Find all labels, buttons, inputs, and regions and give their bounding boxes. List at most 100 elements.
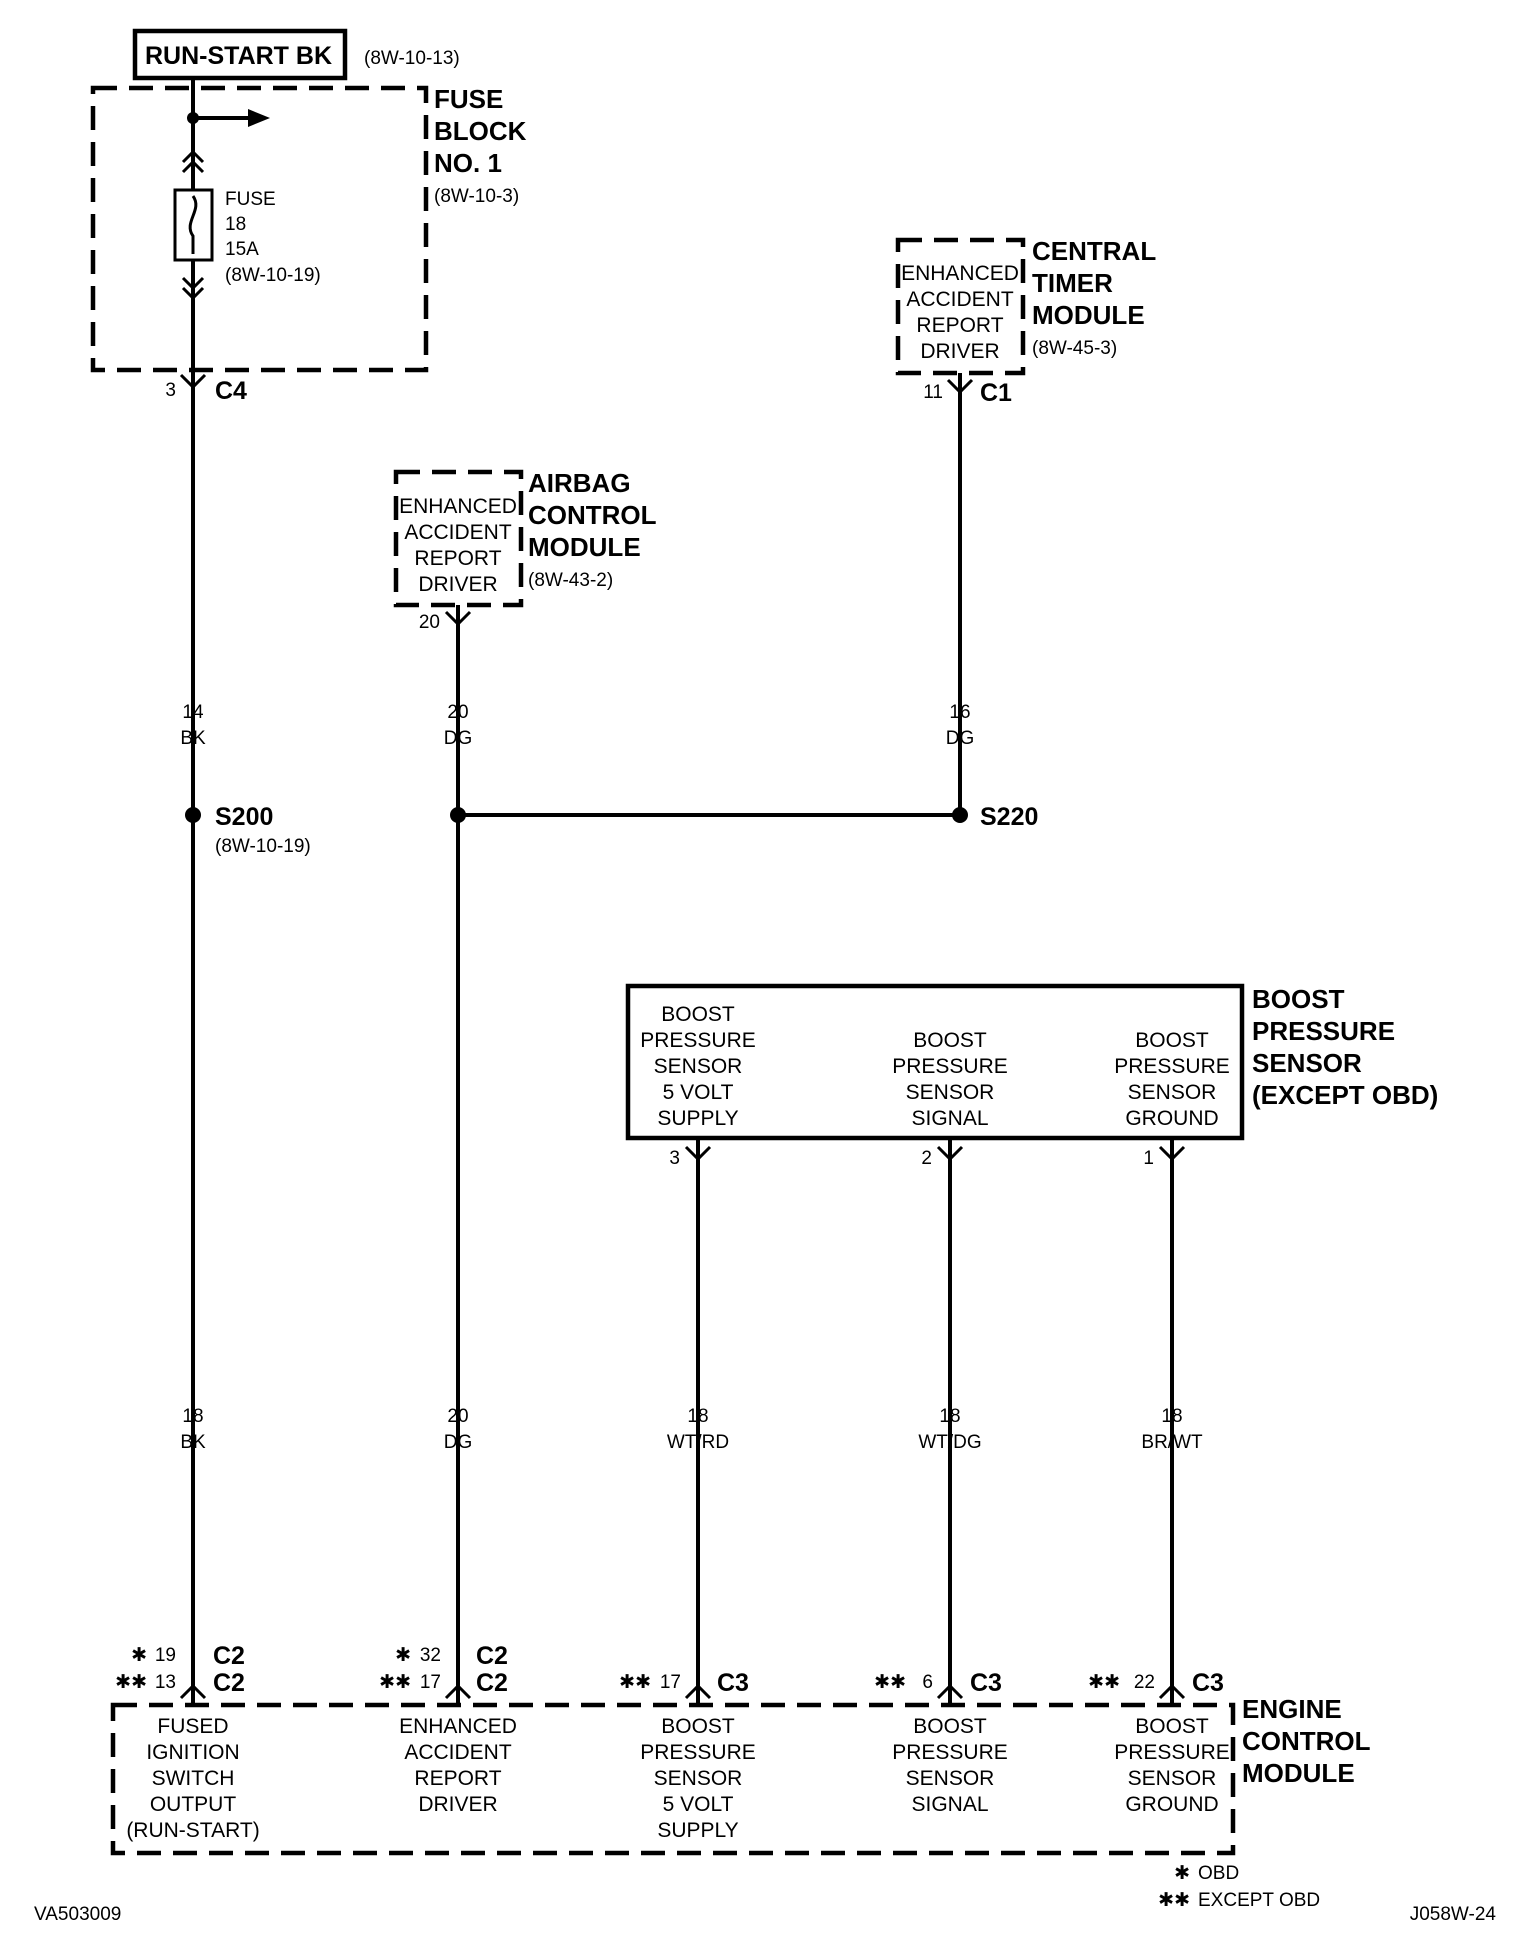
ecm-pin2-obd-conn: C2 [476, 1642, 508, 1670]
ecm-pin4-line-2: PRESSURE [892, 1741, 1008, 1764]
bps-pin1-line-2: PRESSURE [1114, 1055, 1230, 1078]
ecm-title-3: MODULE [1242, 1758, 1355, 1788]
ecm-pin4-line-4: SIGNAL [911, 1793, 988, 1816]
wire-upper-3-color: DG [946, 728, 975, 749]
bps-pin3-line-5: SUPPLY [657, 1107, 738, 1130]
ecm-pin5-line-4: GROUND [1125, 1793, 1218, 1816]
acm-title-2: CONTROL [528, 500, 657, 530]
c1-connector-icon [946, 378, 974, 395]
airbag-module-box [393, 469, 524, 608]
ecm-pin1-obd-mark: ✱ [131, 1645, 147, 1666]
ecm-pin5-line-1: BOOST [1135, 1715, 1209, 1738]
ctm-ref: (8W-45-3) [1032, 338, 1117, 359]
splice-s200-ref: (8W-10-19) [215, 836, 311, 857]
ecm-pin1-except-conn: C2 [213, 1669, 245, 1697]
bps-pin2-number: 2 [921, 1148, 932, 1169]
ecm-pin3-line-1: BOOST [661, 1715, 735, 1738]
acm-title-1: AIRBAG [528, 468, 631, 498]
splice-s220-dot [952, 807, 968, 823]
ecm-pin1-line-2: IGNITION [146, 1741, 239, 1764]
ecm-pin1-except-mark: ✱✱ [115, 1672, 147, 1693]
wire-lower-5-gauge: 18 [1161, 1406, 1182, 1427]
ecm-pin4-except-conn: C3 [970, 1669, 1002, 1697]
ecm-pin1-connector-icon [179, 1683, 207, 1700]
acm-ref: (8W-43-2) [528, 570, 613, 591]
branch-arrow-icon [248, 109, 270, 127]
wire-upper-3-gauge: 16 [949, 702, 970, 723]
ecm-pin2-obd-mark: ✱ [395, 1645, 411, 1666]
ecm-pin3-line-4: 5 VOLT [663, 1793, 734, 1816]
footer-left-code: VA503009 [34, 1904, 121, 1925]
ecm-pin3-except-mark: ✱✱ [619, 1672, 651, 1693]
wire-lower-4-color: WT/DG [918, 1432, 981, 1453]
wire-upper-2-gauge: 20 [447, 702, 468, 723]
ecm-title-2: CONTROL [1242, 1726, 1371, 1756]
fuse-block-title-1: FUSE [434, 84, 503, 114]
ecm-pin1-obd-pin: 19 [155, 1645, 176, 1666]
acm-box-line-2: ACCIDENT [404, 521, 512, 544]
legend-except-mark: ✱✱ [1158, 1890, 1190, 1911]
acm-box-line-3: REPORT [414, 547, 501, 570]
fuse-block-title-2: BLOCK [434, 116, 527, 146]
ecm-pin5-line-2: PRESSURE [1114, 1741, 1230, 1764]
ecm-pin2-except-mark: ✱✱ [379, 1672, 411, 1693]
run-start-ref: (8W-10-13) [364, 48, 460, 69]
c1-pin: 11 [923, 382, 943, 403]
ecm-pin3-except-conn: C3 [717, 1669, 749, 1697]
ecm-pin1-obd-conn: C2 [213, 1642, 245, 1670]
acm-pin: 20 [419, 612, 440, 633]
ctm-title-1: CENTRAL [1032, 236, 1156, 266]
bps-pin1-line-1: BOOST [1135, 1029, 1209, 1052]
bps-pin3-number: 3 [669, 1148, 680, 1169]
ecm-pin3-line-5: SUPPLY [657, 1819, 738, 1842]
ecm-pin2-line-3: REPORT [414, 1767, 501, 1790]
legend-obd-mark: ✱ [1174, 1863, 1190, 1884]
fuse-link-icon [188, 195, 198, 254]
bps-title-2: PRESSURE [1252, 1016, 1395, 1046]
bps-pin1-line-3: SENSOR [1128, 1081, 1217, 1104]
ecm-pin4-line-1: BOOST [913, 1715, 987, 1738]
acm-box-line-4: DRIVER [418, 573, 497, 596]
c4-label: C4 [215, 377, 247, 405]
ctm-box-line-1: ENHANCED [901, 262, 1019, 285]
run-start-label: RUN-START BK [145, 42, 332, 70]
wire-lower-2-color: DG [444, 1432, 473, 1453]
wire-lower-1-gauge: 18 [182, 1406, 203, 1427]
ecm-pin4-except-pin: 6 [922, 1672, 933, 1693]
bps-title-1: BOOST [1252, 984, 1345, 1014]
fuse-label-3: 15A [225, 239, 259, 260]
ecm-pin1-line-3: SWITCH [152, 1767, 235, 1790]
ecm-pin1-line-4: OUTPUT [150, 1793, 237, 1816]
fuse-chevron-down-icon-2 [181, 286, 205, 301]
fuse-block-box [90, 85, 429, 373]
wire-lower-5-color: BR/WT [1141, 1432, 1203, 1453]
run-start-box [132, 28, 348, 81]
ecm-pin2-line-2: ACCIDENT [404, 1741, 512, 1764]
bps-pin1-number: 1 [1143, 1148, 1154, 1169]
wire-lower-2-gauge: 20 [447, 1406, 468, 1427]
c4-pin: 3 [165, 380, 176, 401]
footer-right-code: J058W-24 [1410, 1904, 1497, 1925]
bps-pin3-line-3: SENSOR [654, 1055, 743, 1078]
ecm-pin2-obd-pin: 32 [420, 1645, 441, 1666]
ecm-pin1-line-1: FUSED [157, 1715, 228, 1738]
ecm-pin2-connector-icon [444, 1683, 472, 1700]
fuse-block-ref: (8W-10-3) [434, 186, 519, 207]
ecm-pin4-line-3: SENSOR [906, 1767, 995, 1790]
bps-pin3-line-2: PRESSURE [640, 1029, 756, 1052]
fuse-chevron-up-icon [181, 149, 205, 164]
bps-pin2-line-2: PRESSURE [892, 1055, 1008, 1078]
ecm-pin5-except-pin: 22 [1134, 1672, 1155, 1693]
ecm-pin4-except-mark: ✱✱ [874, 1672, 906, 1693]
ecm-pin2-except-pin: 17 [420, 1672, 441, 1693]
wire-upper-2-color: DG [444, 728, 473, 749]
ctm-box-line-3: REPORT [916, 314, 1003, 337]
ctm-title-3: MODULE [1032, 300, 1145, 330]
ecm-pin1-line-5: (RUN-START) [126, 1819, 259, 1842]
ecm-pin5-except-mark: ✱✱ [1088, 1672, 1120, 1693]
legend-obd-text: OBD [1198, 1863, 1239, 1884]
bps-pin2-line-4: SIGNAL [911, 1107, 988, 1130]
bps-pin3-line-1: BOOST [661, 1003, 735, 1026]
ecm-pin3-connector-icon [684, 1683, 712, 1700]
ecm-pin3-except-pin: 17 [660, 1672, 681, 1693]
